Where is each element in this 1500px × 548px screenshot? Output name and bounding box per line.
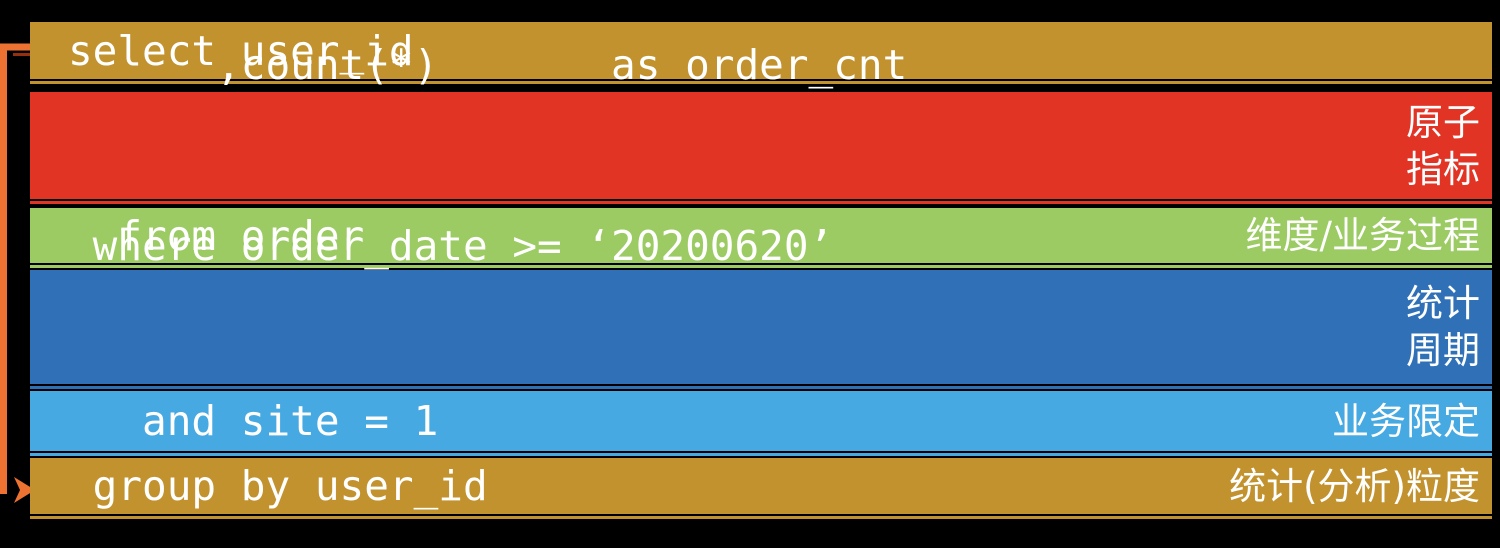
band-statistic-granularity: group by user_id 统计(分析)粒度 — [30, 458, 1492, 519]
label-line: 原子 — [1406, 100, 1480, 144]
dimension-business-process-label: 维度/业务过程 — [1246, 212, 1480, 259]
label-line: 统计 — [1406, 282, 1480, 325]
label-line: 统计(分析)粒度 — [1229, 464, 1480, 508]
band-dimension-business-process: from order 维度/业务过程 — [30, 208, 1492, 268]
label-line: 周期 — [1406, 329, 1480, 372]
label-line: 业务限定 — [1332, 399, 1480, 443]
band-atomic-metric: ,count(*) as order_cnt ,sum(total_amt) a… — [30, 41, 1492, 251]
band-select-clause: select user_id — [30, 22, 1492, 84]
sql-code-site: and site = 1 — [68, 286, 438, 548]
label-line: 维度/业务过程 — [1245, 214, 1480, 257]
band-business-qualifier: and site = 1 业务限定 — [30, 391, 1492, 456]
sql-line: and site = 1 — [68, 397, 439, 445]
label-line: 指标 — [1406, 147, 1480, 191]
business-qualifier-label: 业务限定 — [1332, 398, 1480, 445]
sql-line: group by user_id — [68, 462, 488, 510]
sql-line: where order_date >= ‘20200620’ — [68, 222, 834, 270]
sql-line: from order — [68, 211, 365, 260]
sql-line: select user_id — [68, 26, 414, 75]
sql-line: ,count(*) as order_cnt — [68, 40, 908, 89]
sql-code-from: from order — [68, 101, 364, 371]
atomic-metric-label: 原子 指标 — [1406, 99, 1480, 193]
arrowhead-icon — [14, 477, 35, 503]
sql-code-group: group by user_id — [68, 351, 488, 548]
statistic-period-label: 统计 周期 — [1406, 280, 1480, 374]
statistic-granularity-label: 统计(分析)粒度 — [1229, 463, 1480, 510]
select-to-groupby-arrow — [0, 43, 35, 503]
arrow-line — [0, 43, 32, 494]
sql-code-select: select user_id — [68, 0, 414, 186]
